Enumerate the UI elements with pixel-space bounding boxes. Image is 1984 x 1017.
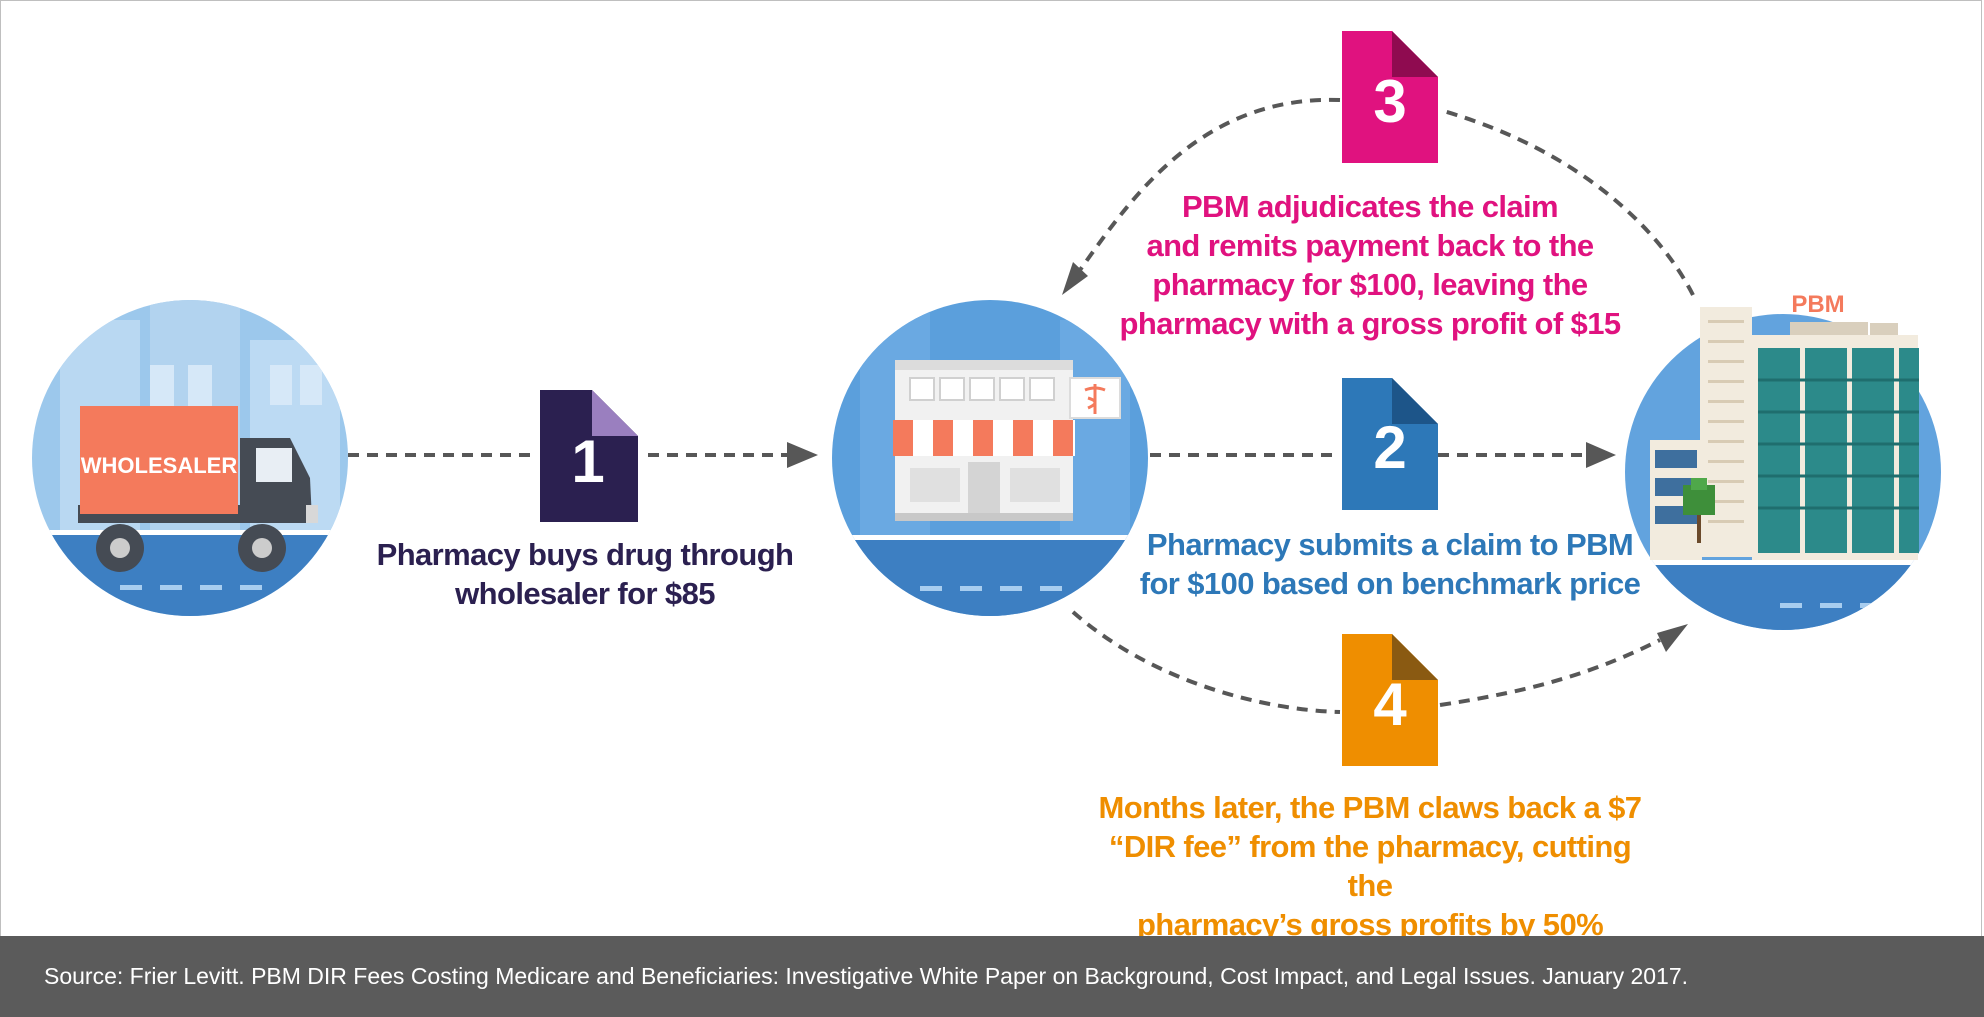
pbm-sign: PBM: [1791, 291, 1844, 318]
arrow-head-2: [1586, 442, 1616, 468]
step-3-badge: 3: [1342, 31, 1438, 163]
wholesaler-node: WHOLESALER: [32, 300, 348, 616]
step-4-badge: 4: [1342, 634, 1438, 766]
pharmacy-node: [832, 300, 1148, 616]
step-1-line: Pharmacy buys drug through: [376, 537, 794, 572]
step-3-line: and remits payment back to the: [1146, 228, 1594, 263]
step-2-description: Pharmacy submits a claim to PBM for $100…: [1120, 525, 1660, 603]
step-4-description: Months later, the PBM claws back a $7 “D…: [1090, 788, 1650, 944]
step-2-line: for $100 based on benchmark price: [1139, 566, 1641, 601]
step-3-number: 3: [1373, 68, 1406, 135]
connector-3: [1078, 97, 1695, 296]
step-2-line: Pharmacy submits a claim to PBM: [1146, 527, 1634, 562]
arrow-head-1: [787, 442, 818, 468]
diagram-canvas: WHOLESALER: [32, 31, 1941, 766]
office-building-icon: [1650, 307, 1919, 560]
tree-icon: [1683, 478, 1715, 543]
connector-4: [1071, 610, 1661, 714]
step-4-line: Months later, the PBM claws back a $7: [1098, 790, 1642, 825]
caduceus-icon: [1084, 384, 1106, 414]
step-3-line: pharmacy with a gross profit of $15: [1119, 306, 1622, 341]
pharmacy-store-icon: [893, 360, 1121, 521]
step-3-description: PBM adjudicates the claim and remits pay…: [1110, 187, 1630, 343]
step-3-line: PBM adjudicates the claim: [1181, 189, 1559, 224]
arrow-head-4: [1657, 624, 1688, 652]
truck-icon: WHOLESALER: [78, 406, 318, 572]
infographic-frame: [0, 0, 1982, 936]
wholesaler-label: WHOLESALER: [81, 453, 238, 478]
step-4-number: 4: [1373, 671, 1407, 738]
source-citation: Source: Frier Levitt. PBM DIR Fees Costi…: [44, 963, 1689, 989]
pbm-node: PBM: [1625, 291, 1941, 630]
step-1-line: wholesaler for $85: [455, 576, 715, 611]
source-footer: Source: Frier Levitt. PBM DIR Fees Costi…: [0, 936, 1984, 1017]
step-1-badge: 1: [540, 390, 638, 522]
step-4-line: “DIR fee” from the pharmacy, cutting the: [1108, 829, 1632, 903]
step-2-badge: 2: [1342, 378, 1438, 510]
step-3-line: pharmacy for $100, leaving the: [1152, 267, 1588, 302]
step-2-number: 2: [1373, 414, 1406, 481]
step-1-number: 1: [571, 428, 604, 495]
arrow-head-3: [1062, 262, 1088, 295]
step-1-description: Pharmacy buys drug through wholesaler fo…: [360, 535, 810, 613]
